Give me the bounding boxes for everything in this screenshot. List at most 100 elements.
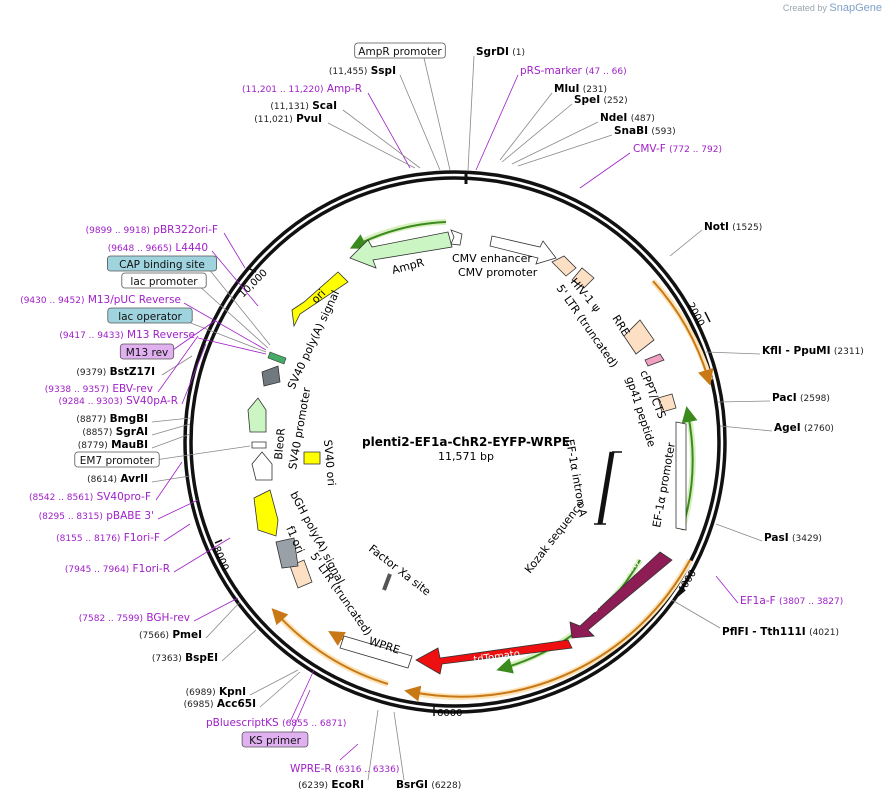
label-text-paci: PacI (2598) bbox=[772, 392, 830, 404]
label-name-pbr322ori-f: pBR322ori-F bbox=[153, 224, 218, 236]
label-cap-site[interactable]: CAP binding site bbox=[107, 255, 217, 272]
label-pvui[interactable]: (11,021) PvuI bbox=[254, 113, 322, 125]
label-lac-operator[interactable]: lac operator bbox=[107, 307, 193, 324]
arc-6 bbox=[349, 221, 447, 249]
label-kpni[interactable]: (6989) KpnI bbox=[186, 686, 246, 698]
label-ampr-promoter[interactable]: AmpR promoter bbox=[354, 42, 446, 59]
label-text-pmei: (7566) PmeI bbox=[139, 629, 202, 641]
label-pbabe3[interactable]: (8295 .. 8315) pBABE 3' bbox=[39, 510, 154, 522]
label-ampr-primer[interactable]: (11,201 .. 11,220) Amp-R bbox=[242, 83, 362, 95]
label-sv40pa-r[interactable]: (9284 .. 9303) SV40pA-R bbox=[58, 395, 178, 407]
credit-brand: SnapGene bbox=[829, 2, 882, 14]
leader-bspei bbox=[221, 629, 257, 662]
label-ks-primer[interactable]: KS primer bbox=[241, 731, 309, 748]
label-pbr322ori-f[interactable]: (9899 .. 9918) pBR322ori-F bbox=[86, 224, 218, 236]
label-ecori[interactable]: (6239) EcoRI bbox=[298, 779, 364, 791]
label-coord-snabi: (593) bbox=[651, 127, 675, 137]
label-name-kpni: KpnI bbox=[219, 686, 246, 698]
label-mlui[interactable]: MluI (231) bbox=[554, 83, 607, 95]
label-ef1a-f[interactable]: EF1a-F (3807 .. 3827) bbox=[740, 595, 843, 607]
label-pbluescriptks[interactable]: pBluescriptKS (6855 .. 6871) bbox=[206, 717, 346, 729]
label-sspi[interactable]: (11,455) SspI bbox=[329, 65, 396, 77]
label-text-l4440: (9648 .. 9665) L4440 bbox=[108, 242, 208, 254]
label-m13-rev[interactable]: M13 rev bbox=[119, 343, 175, 360]
label-name-maubi: MauBI bbox=[111, 439, 148, 451]
label-pasi[interactable]: PasI (3429) bbox=[764, 532, 822, 544]
label-scai[interactable]: (11,131) ScaI bbox=[270, 100, 337, 112]
label-pflfi[interactable]: PflFI - Tth111I (4021) bbox=[722, 626, 839, 638]
label-lac-promoter[interactable]: lac promoter bbox=[121, 272, 207, 289]
primer-arcs bbox=[271, 219, 714, 702]
label-sgrdi[interactable]: SgrDI (1) bbox=[476, 46, 525, 58]
label-name-bgh-rev: BGH-rev bbox=[146, 612, 190, 624]
tick-10000 bbox=[247, 267, 257, 273]
label-wpre-r[interactable]: WPRE-R (6316 .. 6336) bbox=[290, 763, 399, 775]
label-name-m13puc-rev: M13/pUC Reverse bbox=[88, 294, 181, 306]
leader-ef1a-f bbox=[715, 575, 739, 604]
arc-1 bbox=[652, 280, 714, 386]
label-snabi[interactable]: SnaBI (593) bbox=[614, 125, 676, 137]
ampr-arrow bbox=[349, 231, 453, 269]
label-pmei[interactable]: (7566) PmeI bbox=[139, 629, 202, 641]
label-ebv-rev[interactable]: (9338 .. 9357) EBV-rev bbox=[45, 383, 153, 395]
label-bstz17i[interactable]: (9379) BstZ17I bbox=[76, 366, 155, 378]
label-f1ori-f[interactable]: (8155 .. 8176) F1ori-F bbox=[56, 532, 160, 544]
label-agei[interactable]: AgeI (2760) bbox=[774, 422, 834, 434]
label-bgh-rev[interactable]: (7582 .. 7599) BGH-rev bbox=[79, 612, 190, 624]
label-spei[interactable]: SpeI (252) bbox=[574, 94, 628, 106]
label-coord-f1ori-r: (7945 .. 7964) bbox=[65, 565, 129, 575]
leader-pasi bbox=[715, 523, 763, 542]
label-coord-bspei: (7363) bbox=[152, 654, 182, 664]
tick-2000 bbox=[704, 311, 711, 323]
label-bspei[interactable]: (7363) BspEI bbox=[152, 652, 218, 664]
leader-bgh-rev bbox=[193, 597, 239, 622]
label-l4440[interactable]: (9648 .. 9665) L4440 bbox=[108, 242, 208, 254]
leader-l4440 bbox=[211, 250, 259, 307]
leader-noti bbox=[669, 229, 703, 257]
label-coord-bsrgi: (6228) bbox=[431, 781, 461, 791]
label-text-f1ori-r: (7945 .. 7964) F1ori-R bbox=[65, 563, 170, 575]
leader-pmei bbox=[205, 601, 241, 639]
label-sv40pro-f[interactable]: (8542 .. 8561) SV40pro-F bbox=[29, 491, 151, 503]
label-text-pbr322ori-f: (9899 .. 9918) pBR322ori-F bbox=[86, 224, 218, 236]
label-em7[interactable]: EM7 promoter bbox=[74, 451, 160, 468]
label-coord-spei: (252) bbox=[603, 96, 627, 106]
label-paci[interactable]: PacI (2598) bbox=[772, 392, 830, 404]
leader-pbabe3 bbox=[157, 499, 199, 520]
leader-bsrgi bbox=[393, 711, 405, 781]
label-bsrgi[interactable]: BsrGI (6228) bbox=[396, 779, 461, 791]
label-name-paci: PacI bbox=[772, 392, 797, 404]
label-acc65i[interactable]: (6985) Acc65I bbox=[184, 698, 256, 710]
label-coord-pflfi: (4021) bbox=[809, 628, 839, 638]
leader-sv40pro-f bbox=[155, 461, 183, 501]
label-f1ori-r[interactable]: (7945 .. 7964) F1ori-R bbox=[65, 563, 170, 575]
backbone-inner bbox=[189, 176, 721, 708]
label-noti[interactable]: NotI (1525) bbox=[704, 221, 762, 233]
label-coord-pasi: (3429) bbox=[792, 534, 822, 544]
label-m13-reverse[interactable]: (9417 .. 9433) M13 Reverse bbox=[59, 329, 195, 341]
label-sgrai[interactable]: (8857) SgrAI bbox=[82, 426, 148, 438]
label-text-pasi: PasI (3429) bbox=[764, 532, 822, 544]
label-prs-marker[interactable]: pRS-marker (47 .. 66) bbox=[520, 65, 627, 77]
label-coord-avrii: (8614) bbox=[87, 475, 117, 485]
label-kfli[interactable]: KflI - PpuMI (2311) bbox=[762, 345, 864, 357]
label-bmgbi[interactable]: (8877) BmgBI bbox=[76, 413, 148, 425]
label-name-acc65i: Acc65I bbox=[217, 698, 256, 710]
label-box-m13-rev bbox=[119, 343, 175, 360]
label-name-pvui: PvuI bbox=[296, 113, 322, 125]
label-name-pasi: PasI bbox=[764, 532, 789, 544]
label-cmv-f[interactable]: CMV-F (772 .. 792) bbox=[633, 143, 722, 155]
label-ndei[interactable]: NdeI (487) bbox=[600, 112, 655, 124]
label-coord-sgrai: (8857) bbox=[82, 428, 112, 438]
label-maubi[interactable]: (8779) MauBI bbox=[78, 439, 148, 451]
leader-bmgbi bbox=[151, 417, 191, 423]
leader-m13-reverse bbox=[197, 337, 267, 355]
label-avrii[interactable]: (8614) AvrII bbox=[87, 473, 148, 485]
leader-maubi bbox=[151, 433, 191, 449]
label-coord-kfli: (2311) bbox=[834, 347, 864, 357]
sv40-ori-box bbox=[303, 451, 321, 465]
label-m13puc-rev[interactable]: (9430 .. 9452) M13/pUC Reverse bbox=[20, 294, 181, 306]
label-text-ks-primer: KS primer bbox=[249, 735, 301, 747]
label-text-m13puc-rev: (9430 .. 9452) M13/pUC Reverse bbox=[20, 294, 181, 306]
credit-prefix: Created by bbox=[782, 3, 827, 13]
